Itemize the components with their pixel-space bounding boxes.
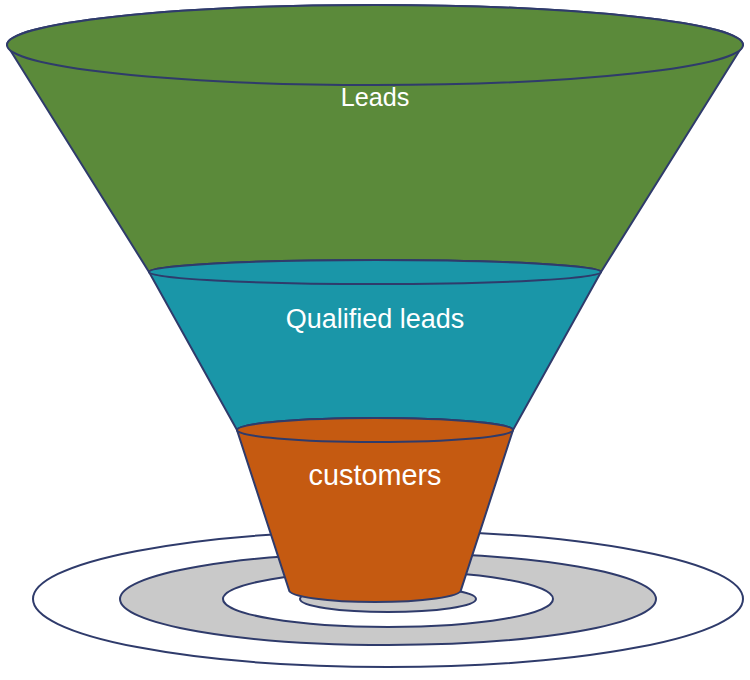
band-rim	[7, 5, 743, 85]
band-body	[149, 260, 601, 442]
band-shape	[237, 418, 513, 602]
band-shape	[7, 5, 743, 284]
band-body	[237, 418, 513, 602]
funnel-band: Qualified leads	[149, 260, 601, 442]
funnel-band: customers	[237, 418, 513, 602]
band-shape	[149, 260, 601, 442]
funnel-band: Leads	[7, 5, 743, 284]
band-label: customers	[237, 460, 513, 492]
band-label: Qualified leads	[149, 305, 601, 335]
band-rim	[237, 418, 513, 442]
band-rim	[149, 260, 601, 284]
band-body	[7, 5, 743, 284]
band-label: Leads	[7, 84, 743, 112]
